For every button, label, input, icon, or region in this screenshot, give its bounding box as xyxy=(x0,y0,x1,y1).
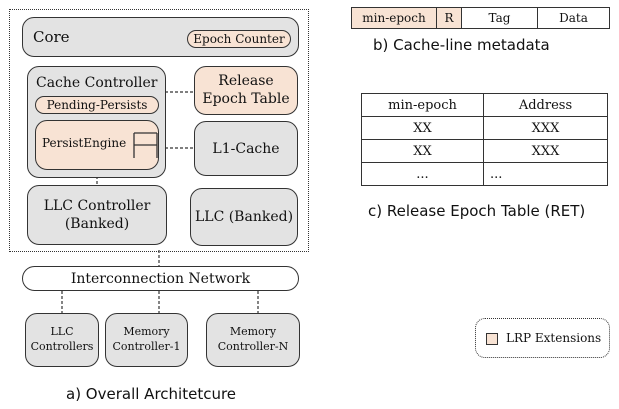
table-row: XX XXX xyxy=(361,139,608,163)
cache-line-metadata-table: min-epoch R Tag Data xyxy=(351,7,610,29)
ret-cell: ... xyxy=(361,162,484,186)
memory-controller-1-label: Memory Controller-1 xyxy=(112,325,181,353)
persist-engine-label: PersistEngine xyxy=(42,136,127,150)
llc-controllers-box: LLC Controllers xyxy=(25,313,99,367)
interconnection-network-label: Interconnection Network xyxy=(70,270,251,287)
ret-cell: XXX xyxy=(483,139,608,163)
release-epoch-table: min-epoch Address XX XXX XX XXX ... ... xyxy=(361,93,608,186)
metadata-field-r: R xyxy=(436,7,462,29)
memory-controller-n-box: Memory Controller-N xyxy=(206,313,300,367)
legend: LRP Extensions xyxy=(475,318,610,358)
architecture-frame xyxy=(9,9,309,252)
release-epoch-table-box: Release Epoch Table xyxy=(194,66,298,115)
caption-ret: c) Release Epoch Table (RET) xyxy=(368,202,586,220)
memory-controller-1-box: Memory Controller-1 xyxy=(105,313,188,367)
table-row: ... ... xyxy=(361,162,608,186)
ret-cell: XXX xyxy=(483,116,608,140)
llc-controllers-label: LLC Controllers xyxy=(30,325,94,353)
ret-cell: XX xyxy=(361,116,484,140)
llc-banked-label: LLC (Banked) xyxy=(194,209,294,225)
release-epoch-table-label: Release Epoch Table xyxy=(202,73,290,107)
l1-cache-label: L1-Cache xyxy=(212,140,280,157)
pending-persists: Pending-Persists xyxy=(35,96,159,114)
caption-architecture: a) Overall Architetcure xyxy=(66,385,237,403)
memory-controller-n-label: Memory Controller-N xyxy=(217,325,289,353)
legend-label: LRP Extensions xyxy=(506,331,602,345)
persist-engine: PersistEngine xyxy=(35,120,159,170)
cache-controller-box: Cache Controller Pending-Persists Persis… xyxy=(27,66,166,178)
ret-cell: XX xyxy=(361,139,484,163)
metadata-field-min-epoch: min-epoch xyxy=(351,7,437,29)
caption-metadata: b) Cache-line metadata xyxy=(373,36,550,54)
table-row: XX XXX xyxy=(361,116,608,140)
llc-controller-label: LLC Controller (Banked) xyxy=(43,197,151,232)
interconnection-network: Interconnection Network xyxy=(22,266,299,291)
core-label: Core xyxy=(33,28,70,46)
ret-header-min-epoch: min-epoch xyxy=(361,93,484,117)
epoch-counter: Epoch Counter xyxy=(187,30,291,48)
buffer-icon xyxy=(133,132,158,158)
ret-header-address: Address xyxy=(483,93,608,117)
metadata-field-tag: Tag xyxy=(461,7,538,29)
ret-cell: ... xyxy=(483,162,608,186)
llc-banked-box: LLC (Banked) xyxy=(190,188,298,246)
llc-controller-box: LLC Controller (Banked) xyxy=(27,185,167,245)
cache-controller-label: Cache Controller xyxy=(36,75,158,91)
l1-cache-box: L1-Cache xyxy=(194,121,298,176)
core-box: Core Epoch Counter xyxy=(22,17,299,57)
metadata-field-data: Data xyxy=(537,7,610,29)
table-header-row: min-epoch Address xyxy=(361,93,608,117)
legend-swatch xyxy=(486,333,498,345)
